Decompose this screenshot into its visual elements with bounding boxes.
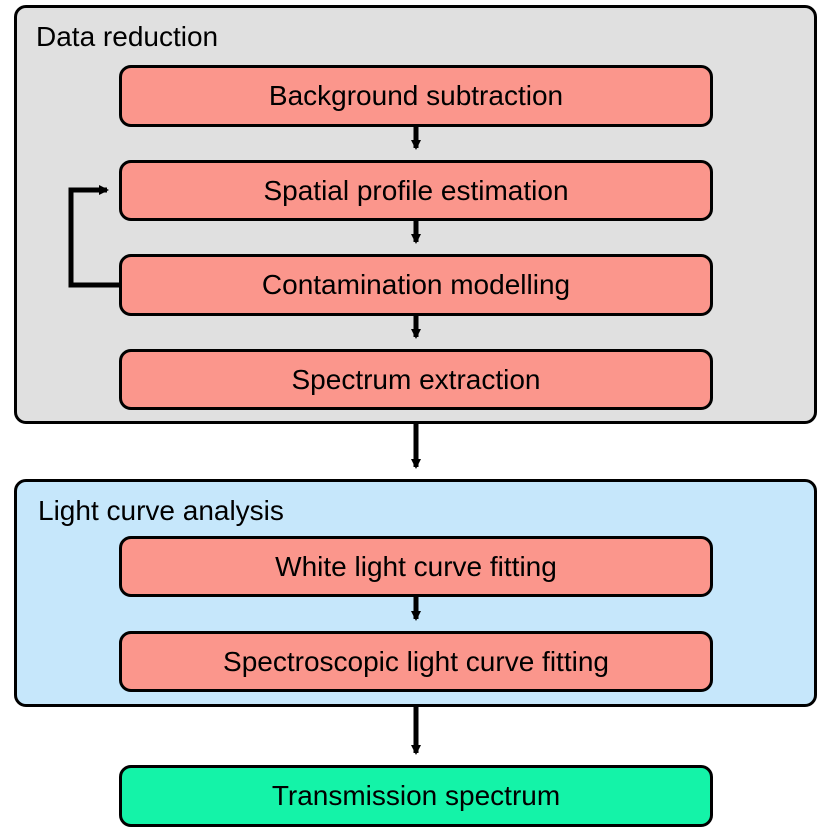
step-spatial-profile-estimation: Spatial profile estimation <box>119 160 713 221</box>
step-contamination-modelling: Contamination modelling <box>119 254 713 316</box>
data-reduction-title: Data reduction <box>36 21 219 52</box>
light-curve-analysis-title: Light curve analysis <box>38 495 284 526</box>
step-spectroscopic-light-curve-fitting: Spectroscopic light curve fitting <box>119 631 713 692</box>
step-spectrum-extraction: Spectrum extraction <box>119 349 713 410</box>
step-white-light-curve-fitting: White light curve fitting <box>119 536 713 597</box>
step-background-subtraction: Background subtraction <box>119 65 713 127</box>
result-transmission-spectrum: Transmission spectrum <box>119 765 713 827</box>
